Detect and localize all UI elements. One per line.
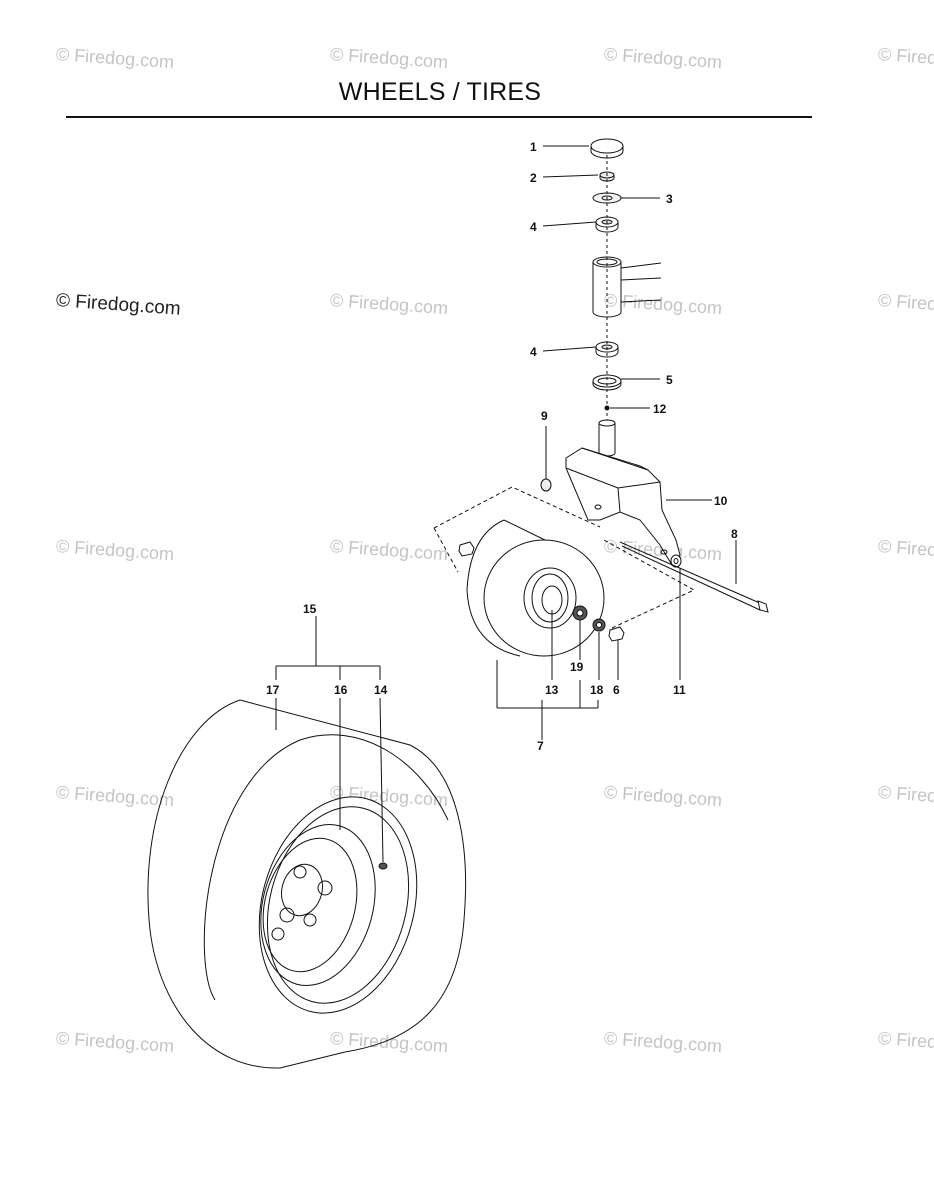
part-19-bearing bbox=[572, 605, 588, 621]
callout-1: 1 bbox=[530, 140, 537, 154]
callout-17: 17 bbox=[266, 683, 280, 697]
callout-9: 9 bbox=[541, 409, 548, 423]
callout-6: 6 bbox=[613, 683, 620, 697]
title-rule bbox=[66, 116, 812, 118]
callout-16: 16 bbox=[334, 683, 348, 697]
callout-10: 10 bbox=[714, 494, 728, 508]
page-title: WHEELS / TIRES bbox=[338, 78, 542, 106]
callout-19: 19 bbox=[570, 660, 584, 674]
callout-4-lower: 4 bbox=[530, 345, 537, 359]
part-16-rim bbox=[260, 806, 410, 1004]
callout-3: 3 bbox=[666, 192, 673, 206]
part-14-valve-stem bbox=[378, 862, 388, 870]
part-18-spacer bbox=[592, 618, 606, 632]
callout-18: 18 bbox=[590, 683, 604, 697]
callout-7: 7 bbox=[537, 739, 544, 753]
callout-14: 14 bbox=[374, 683, 388, 697]
callout-2: 2 bbox=[530, 171, 537, 185]
callout-13: 13 bbox=[545, 683, 559, 697]
part-6-nut-left bbox=[458, 541, 475, 557]
part-9-grease-fitting bbox=[540, 478, 552, 492]
spindle-housing bbox=[592, 256, 662, 318]
part-6-nut bbox=[608, 626, 625, 642]
part-8-axle-bolt bbox=[619, 541, 769, 613]
callout-11: 11 bbox=[673, 683, 686, 697]
callout-15: 15 bbox=[303, 602, 317, 616]
part-17-rear-tire bbox=[147, 699, 466, 1069]
callout-8: 8 bbox=[731, 527, 738, 541]
callout-5: 5 bbox=[666, 373, 673, 387]
callout-12: 12 bbox=[653, 402, 667, 416]
part-11-washer bbox=[670, 554, 682, 568]
part-13-front-tire bbox=[466, 519, 605, 657]
part-1-dust-cap bbox=[590, 138, 624, 159]
callout-4-upper: 4 bbox=[530, 220, 537, 234]
